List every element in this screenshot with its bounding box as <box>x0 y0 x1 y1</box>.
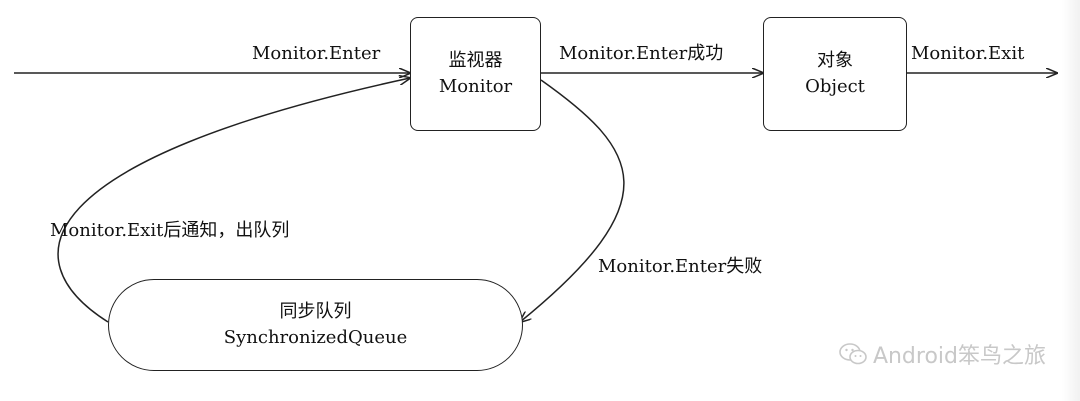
enter-fail-arrow <box>520 79 625 322</box>
exit-label: Monitor.Exit <box>911 43 1025 64</box>
enter-label: Monitor.Enter <box>252 43 381 64</box>
watermark: Android笨鸟之旅 <box>839 338 1046 370</box>
enter-fail-label: Monitor.Enter失败 <box>598 256 763 277</box>
object-label-cn: 对象 <box>817 50 853 71</box>
wechat-icon <box>839 343 867 365</box>
exit-notify-label: Monitor.Exit后通知，出队列 <box>50 220 290 241</box>
queue-label-en: SynchronizedQueue <box>223 327 408 348</box>
monitor-box: 监视器 Monitor <box>410 17 541 131</box>
object-box: 对象 Object <box>763 17 907 131</box>
exit-notify-arrow <box>57 78 410 323</box>
monitor-label-en: Monitor <box>438 76 513 97</box>
monitor-label-cn: 监视器 <box>448 50 503 71</box>
synchronized-queue-box: 同步队列 SynchronizedQueue <box>108 279 523 371</box>
enter-success-label: Monitor.Enter成功 <box>559 43 724 64</box>
object-label-en: Object <box>805 76 865 97</box>
right-edge-shadow <box>1062 0 1080 401</box>
queue-label-cn: 同步队列 <box>279 301 352 322</box>
watermark-text: Android笨鸟之旅 <box>872 344 1046 369</box>
